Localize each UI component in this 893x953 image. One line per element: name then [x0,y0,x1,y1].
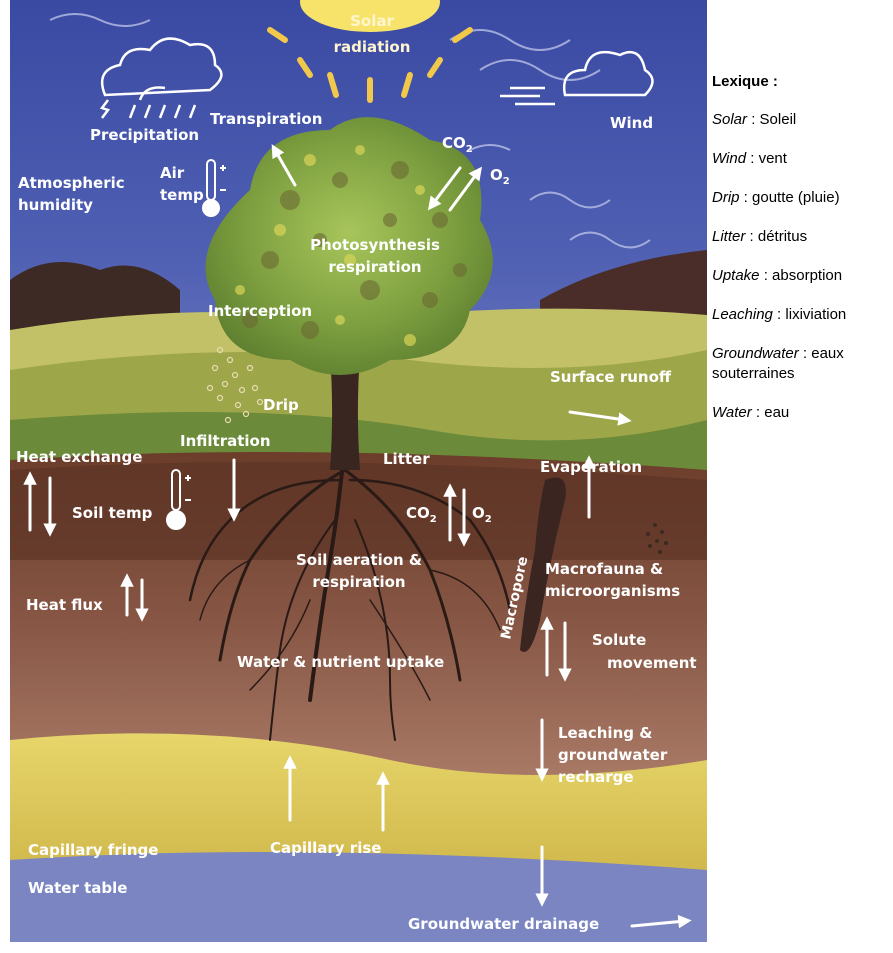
label-water-nutrient-uptake: Water & nutrient uptake [237,653,444,671]
label-movement: movement [607,654,697,672]
label-wind: Wind [610,114,653,132]
label-heat-exchange: Heat exchange [16,448,142,466]
label-soil-aeration: Soil aeration & [296,551,422,569]
label-evaporation: Evaporation [540,458,642,476]
lexique-definition: absorption [772,267,842,284]
label-water-table: Water table [28,879,127,897]
label-soil-temp: Soil temp [72,504,153,522]
label-precipitation: Precipitation [90,126,199,144]
label-soil-respiration: respiration [312,573,405,591]
label-macrofauna: Macrofauna & [545,560,663,578]
lexique-glossary: Lexique : Solar : Soleil Wind : vent Dri… [712,60,892,442]
lexique-term: Drip [712,189,740,206]
lexique-term: Solar [712,111,747,128]
lexique-title: Lexique : [712,72,892,92]
lexique-definition: Soleil [760,111,797,128]
lexique-definition: lixiviation [785,306,846,323]
label-heat-flux: Heat flux [26,596,103,614]
water-table-band [10,852,707,942]
label-groundwater-drainage: Groundwater drainage [408,915,599,933]
label-air: Air [160,164,185,182]
lexique-entry: Drip : goutte (pluie) [712,188,892,208]
lexique-term: Water [712,404,752,421]
label-surface-runoff: Surface runoff [550,368,672,386]
lexique-entry: Litter : détritus [712,227,892,247]
lexique-term: Leaching [712,306,773,323]
lexique-definition: goutte (pluie) [752,189,840,206]
lexique-entry: Solar : Soleil [712,110,892,130]
label-interception: Interception [208,302,312,320]
label-capillary-rise: Capillary rise [270,839,381,857]
lexique-entry: Uptake : absorption [712,266,892,286]
label-atmospheric: Atmospheric [18,174,125,192]
label-photosynthesis-respiration: respiration [328,258,421,276]
lexique-definition: eau [764,404,789,421]
lexique-term: Litter [712,228,745,245]
lexique-entry: Wind : vent [712,149,892,169]
lexique-entry: Groundwater : eaux souterraines [712,344,892,384]
lexique-entry: Water : eau [712,403,892,423]
label-photosynthesis: Photosynthesis [310,236,440,254]
soil-water-cycle-diagram: Solar radiation Precipitation Transpirat… [10,0,707,942]
label-drip: Drip [263,396,299,414]
label-microorganisms: microorganisms [545,582,680,600]
label-recharge: recharge [558,768,634,786]
label-solute: Solute [592,631,646,649]
lexique-term: Wind [712,150,746,167]
lexique-entry: Leaching : lixiviation [712,305,892,325]
label-litter: Litter [383,450,430,468]
label-infiltration: Infiltration [180,432,271,450]
label-leaching: Leaching & [558,724,652,742]
lexique-definition: vent [759,150,787,167]
label-groundwater: groundwater [558,746,668,764]
label-humidity: humidity [18,196,93,214]
lexique-term: Groundwater [712,345,799,362]
lexique-definition: détritus [758,228,807,245]
lexique-term: Uptake [712,267,760,284]
label-capillary-fringe: Capillary fringe [28,841,158,859]
label-radiation: radiation [334,38,411,56]
label-solar: Solar [350,12,394,30]
label-air-temp: temp [160,186,204,204]
label-transpiration: Transpiration [210,110,322,128]
